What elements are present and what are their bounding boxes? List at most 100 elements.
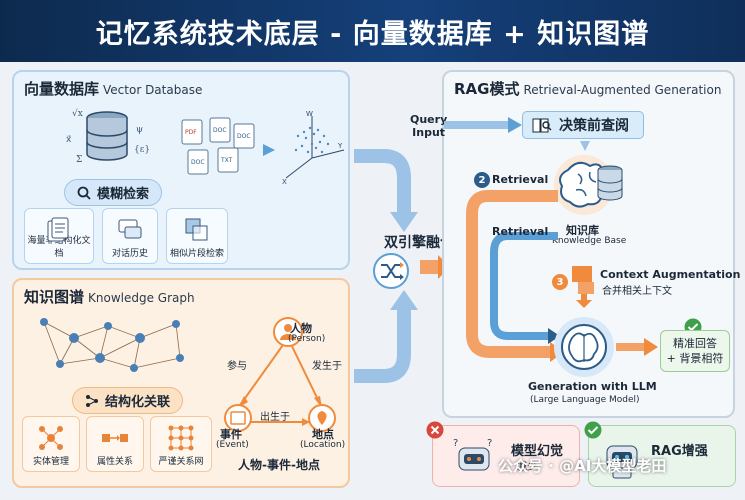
cross-icon <box>426 421 444 439</box>
svg-text:x⃗: x⃗ <box>66 135 72 145</box>
decide-lookup-box: 决策前查阅 <box>522 111 644 139</box>
step-2-badge: 2 <box>474 172 490 188</box>
llm-brain-icon <box>554 317 614 377</box>
node-person-en: (Person) <box>288 334 326 344</box>
rag-subtitle: Retrieval-Augmented Generation <box>523 83 722 97</box>
retrieval-arrows <box>466 190 564 362</box>
knowledge-graph-subtitle: Knowledge Graph <box>88 291 195 305</box>
card-chat-history: 对话历史 <box>102 208 158 264</box>
knowledge-graph-title: 知识图谱 <box>24 288 85 306</box>
context-augmentation-en: Context Augmentation <box>600 268 741 281</box>
hallucination-sub: 减少 <box>517 462 537 473</box>
edge-participate-label: 参与 <box>227 361 247 372</box>
documents-stack-icon <box>47 217 69 242</box>
axis-w-label: W <box>306 110 313 118</box>
card-similar-segments: 相似片段检索 <box>166 208 228 264</box>
node-event-en: (Event) <box>216 440 249 450</box>
check-icon-bottom <box>584 421 602 439</box>
page-title: 记忆系统技术底层 - 向量数据库 + 知识图谱 <box>0 0 745 62</box>
svg-text:{ε}: {ε} <box>134 145 150 155</box>
card-unstructured-docs: 海量非结构化文档 <box>24 208 94 264</box>
triangle-graph <box>224 317 336 432</box>
query-input-label: Query Input <box>410 113 447 139</box>
hub-icon <box>39 426 63 450</box>
relation-arrow-icon <box>102 434 128 442</box>
network-graph-icon <box>40 318 184 372</box>
watermark: 公众号 · @AI大模型老田 <box>498 457 667 475</box>
robot-icon: ?? <box>453 438 492 471</box>
knowledge-base-cn: 知识库 <box>566 224 599 237</box>
context-augmentation-cn: 合并相关上下文 <box>602 286 672 297</box>
svg-text:ψ: ψ <box>136 125 143 135</box>
hallucination-card: ?? 模型幻觉 减少 <box>432 425 580 487</box>
fuzzy-search-pill: 模糊检索 <box>64 179 163 206</box>
card-strict-network: 严谨关系网 <box>150 416 212 472</box>
triangle-caption: 人物-事件-地点 <box>238 458 320 472</box>
axis-y-label: Y <box>337 142 343 150</box>
network-icon <box>86 394 98 407</box>
node-person-label: 人物 <box>290 322 312 335</box>
retrieval-label-1: Retrieval <box>492 173 549 186</box>
file-tag-txt: TXT <box>220 157 233 164</box>
axis-x-label: X <box>282 178 287 186</box>
documents-icon: PDF DOC DOC DOC TXT <box>181 117 255 175</box>
arrow-icon <box>263 144 275 156</box>
card-entity-management: 实体管理 <box>22 416 80 472</box>
edge-happen-at-label: 发生于 <box>312 361 342 372</box>
card-strict-network-label: 严谨关系网 <box>158 457 204 467</box>
card-attribute-relation: 属性关系 <box>86 416 144 472</box>
card-entity-management-label: 实体管理 <box>32 457 69 467</box>
node-location-label: 地点 <box>312 428 334 441</box>
step-3-badge: 3 <box>552 274 568 290</box>
search-icon <box>77 186 91 200</box>
rag-title: RAG模式 <box>454 80 520 98</box>
file-tag-doc-1: DOC <box>213 127 227 134</box>
node-event-label: 事件 <box>220 428 242 441</box>
card-attribute-relation-label: 属性关系 <box>96 457 133 467</box>
puzzle-icon <box>572 266 594 308</box>
robot-happy-icon <box>606 445 638 479</box>
svg-text:?: ? <box>453 438 458 449</box>
file-tag-doc-3: DOC <box>191 159 205 166</box>
query-input-line-1: Query <box>410 113 448 126</box>
file-tag-pdf: PDF <box>185 129 197 136</box>
shuffle-icon <box>373 253 409 289</box>
chat-bubble-icon <box>118 219 142 239</box>
retrieval-label-2: Retrieval <box>492 225 549 238</box>
file-tag-doc-2: DOC <box>237 133 251 140</box>
query-input-line-2: Input <box>412 126 446 139</box>
brain-database-icon <box>554 155 623 215</box>
svg-text:?: ? <box>487 438 492 449</box>
structured-link-label: 结构化关联 <box>105 395 171 410</box>
hallucination-label: 模型幻觉 <box>511 444 564 459</box>
edge-born-in-label: 出生于 <box>260 412 290 423</box>
svg-text:Σ: Σ <box>76 155 82 165</box>
generation-llm-sub: (Large Language Model) <box>530 395 640 405</box>
vector-database-title: 向量数据库 <box>24 80 100 98</box>
query-arrow <box>444 117 522 133</box>
database-icon: √x x⃗ ψ {ε} Σ <box>66 108 150 165</box>
card-chat-history-label: 对话历史 <box>111 249 148 259</box>
rag-enhance-card: RAG增强 <box>588 425 736 487</box>
knowledge-base-en: Knowledge Base <box>552 236 627 246</box>
overlap-squares-icon <box>185 218 208 241</box>
answer-line-1: 精准回答 <box>673 337 717 350</box>
answer-arrow <box>616 338 658 356</box>
fuzzy-search-label: 模糊检索 <box>97 187 150 202</box>
answer-line-2: + 背景相符 <box>666 352 724 365</box>
svg-text:√x: √x <box>72 108 83 119</box>
down-arrow-icon <box>580 141 590 151</box>
structured-link-pill: 结构化关联 <box>72 387 184 414</box>
vector-space-icon: W Y X <box>282 110 345 186</box>
card-similar-segments-label: 相似片段检索 <box>169 249 224 259</box>
rag-enhance-label: RAG增强 <box>651 444 708 459</box>
vector-database-subtitle: Vector Database <box>103 83 203 97</box>
node-location-en: (Location) <box>300 440 346 450</box>
book-search-icon <box>532 118 552 133</box>
accurate-answer-box: 精准回答 + 背景相符 <box>660 330 730 372</box>
